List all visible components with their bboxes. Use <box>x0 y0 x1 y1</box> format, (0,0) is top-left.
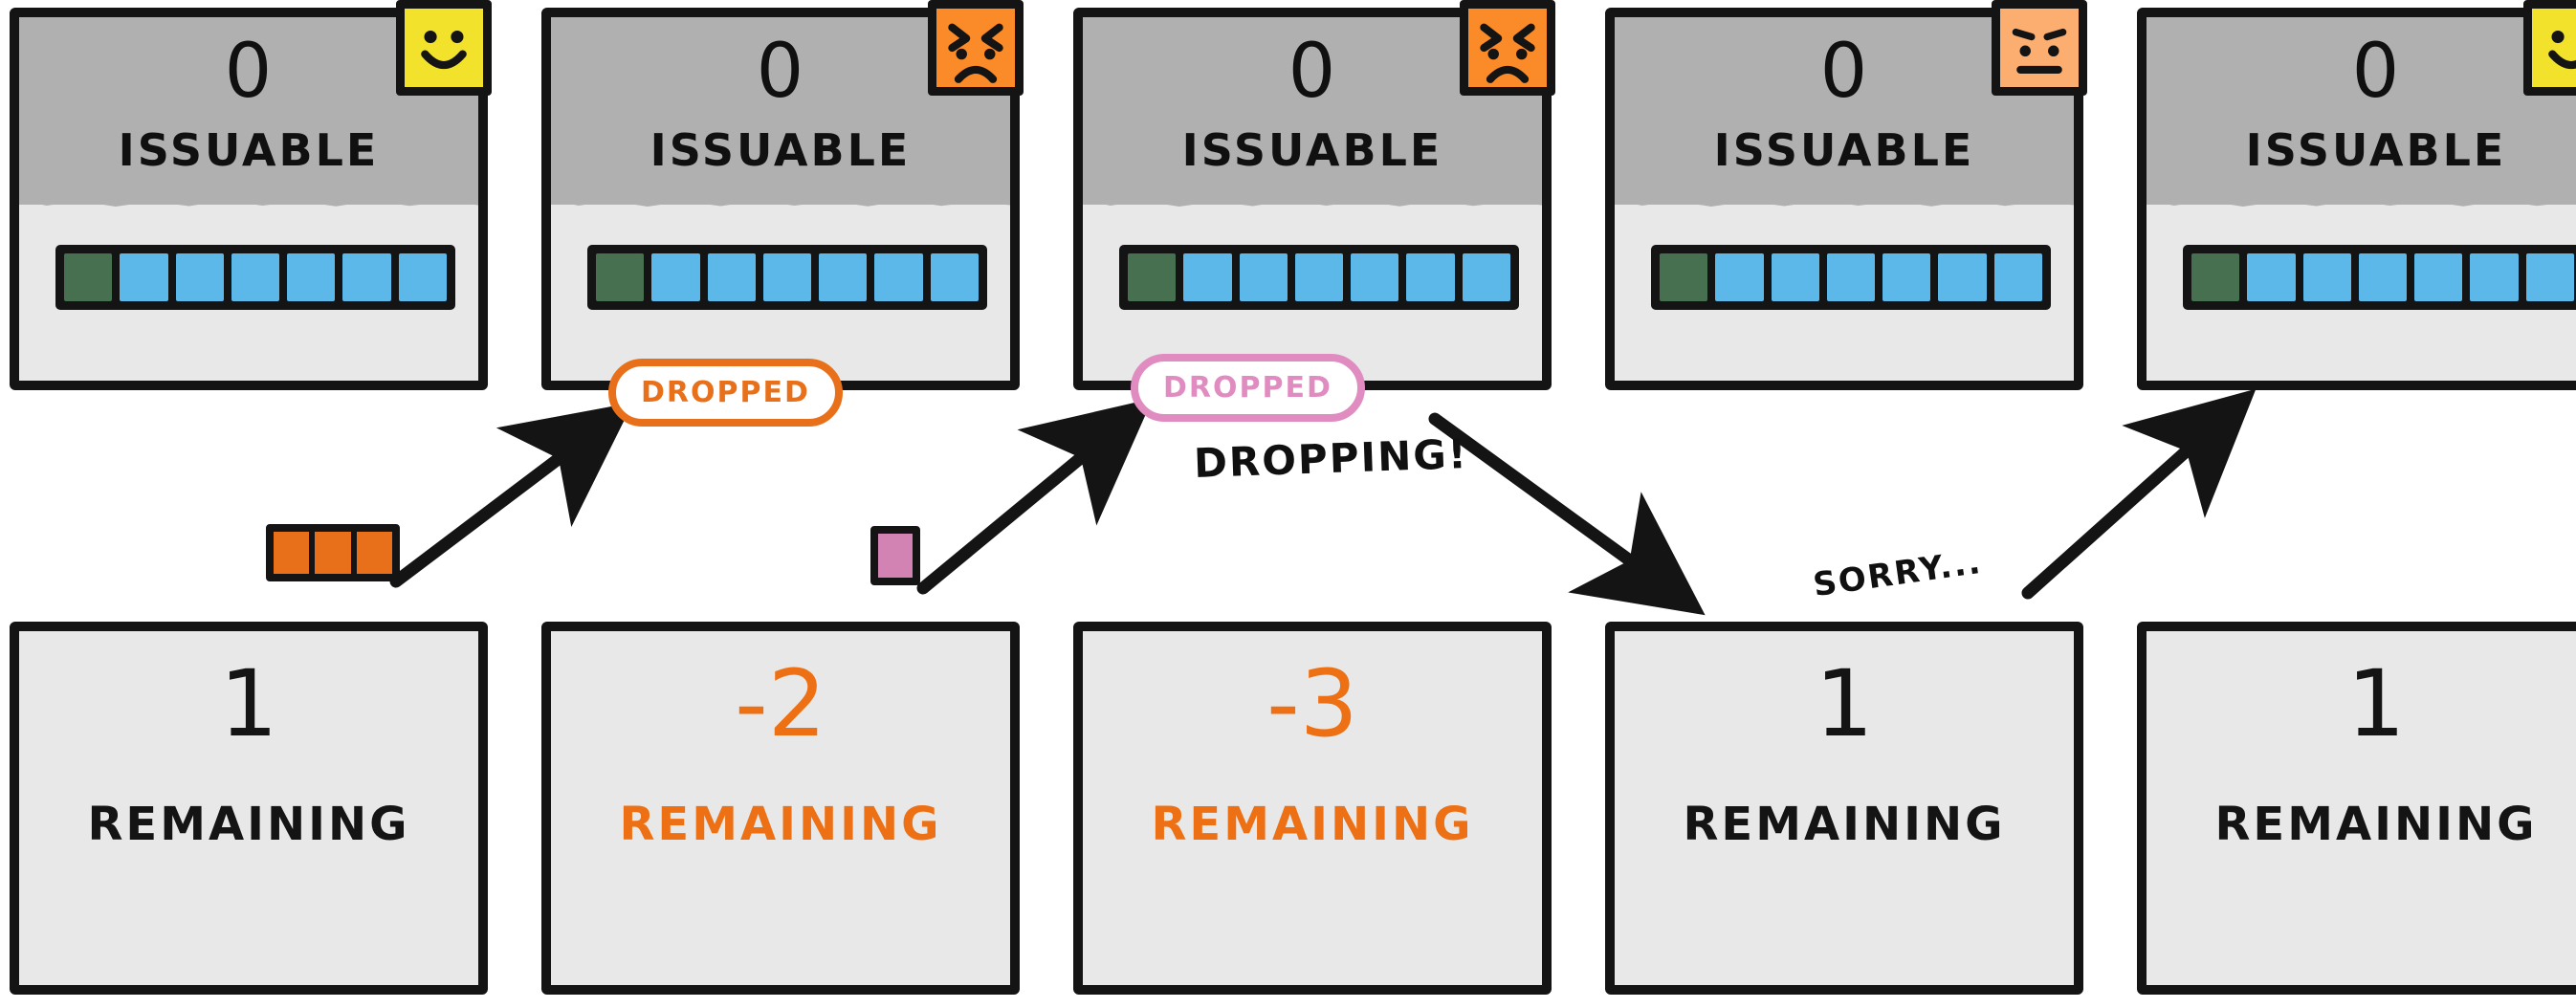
bar-cell-free <box>1351 253 1399 301</box>
remaining-caption: REMAINING <box>2214 798 2538 851</box>
bar-cell-free <box>2525 253 2574 301</box>
issuable-label: ISSUABLE <box>2245 124 2507 176</box>
bar-cell-free <box>762 253 812 301</box>
bar-cell-free <box>287 253 336 301</box>
angry-face-icon <box>1460 0 1555 96</box>
issuable-card-5[interactable]: 0 ISSUABLE <box>2137 0 2576 390</box>
bar-cell-free <box>231 253 280 301</box>
token-cell <box>274 532 310 574</box>
bar-cell-used <box>1128 253 1177 301</box>
remaining-card-3[interactable]: -3 REMAINING <box>1073 622 1552 995</box>
issuable-count: 0 <box>1288 29 1337 115</box>
remaining-caption: REMAINING <box>87 798 410 851</box>
issuable-count: 0 <box>2351 29 2401 115</box>
bar-cell-free <box>120 253 168 301</box>
bar-cell-free <box>398 253 447 301</box>
issuable-count: 0 <box>1819 29 1869 115</box>
bar-cell-free <box>1462 253 1510 301</box>
bar-cell-used <box>1660 253 1708 301</box>
remaining-card-1[interactable]: 1 REMAINING <box>10 622 488 995</box>
token-cell <box>315 532 351 574</box>
bar-cell-free <box>1239 253 1288 301</box>
token-pink[interactable] <box>870 526 920 585</box>
bar-cell-free <box>930 253 979 301</box>
token-orange[interactable] <box>266 524 400 581</box>
issuable-count: 0 <box>224 29 274 115</box>
angry-face-icon <box>928 0 1024 96</box>
bar-cell-free <box>342 253 391 301</box>
remaining-card-5[interactable]: 1 REMAINING <box>2137 622 2576 995</box>
remaining-card-2[interactable]: -2 REMAINING <box>541 622 1020 995</box>
remaining-caption: REMAINING <box>1683 798 2006 851</box>
capacity-bar <box>55 245 455 310</box>
issuable-card-2[interactable]: 0 ISSUABLE <box>541 0 1024 390</box>
bar-cell-free <box>2470 253 2519 301</box>
capacity-bar <box>2183 245 2576 310</box>
dropped-badge-card3: DROPPED <box>1131 354 1365 422</box>
bar-cell-free <box>1938 253 1987 301</box>
remaining-caption: REMAINING <box>1151 798 1474 851</box>
bar-cell-used <box>64 253 113 301</box>
issuable-label: ISSUABLE <box>650 124 912 176</box>
sorry-label: SORRY... <box>1811 542 1985 605</box>
happy-face-icon <box>396 0 492 96</box>
arrow-sorry-to-card5 <box>2021 388 2257 600</box>
bar-cell-free <box>1406 253 1455 301</box>
remaining-value: 1 <box>1815 650 1874 757</box>
capacity-bar <box>587 245 987 310</box>
remaining-value: -2 <box>735 650 826 757</box>
arrow-card3-to-card4 <box>1428 412 1706 616</box>
arrow-token2-to-card3 <box>916 398 1154 595</box>
bar-cell-free <box>1993 253 2042 301</box>
issuable-card-3[interactable]: 0 ISSUABLE <box>1073 0 1555 390</box>
bar-cell-free <box>2302 253 2351 301</box>
dropping-label: DROPPING! <box>1193 430 1469 487</box>
bar-cell-free <box>1771 253 1819 301</box>
bar-cell-free <box>1826 253 1876 301</box>
bar-cell-free <box>1294 253 1344 301</box>
bar-cell-free <box>651 253 700 301</box>
issuable-card-1[interactable]: 0 ISSUABLE <box>10 0 492 390</box>
capacity-bar <box>1119 245 1519 310</box>
issuable-card-4[interactable]: 0 ISSUABLE <box>1605 0 2087 390</box>
bar-cell-free <box>819 253 868 301</box>
issuable-count: 0 <box>756 29 805 115</box>
token-cell <box>356 532 392 574</box>
bar-cell-free <box>2247 253 2296 301</box>
capacity-bar <box>1651 245 2051 310</box>
bar-cell-used <box>2191 253 2240 301</box>
bar-cell-free <box>874 253 923 301</box>
bar-cell-free <box>2358 253 2408 301</box>
dropped-badge-card2: DROPPED <box>608 359 843 427</box>
issuable-label: ISSUABLE <box>1181 124 1443 176</box>
issuable-label: ISSUABLE <box>1713 124 1975 176</box>
remaining-value: 1 <box>2346 650 2406 757</box>
bar-cell-free <box>175 253 224 301</box>
bar-cell-free <box>1183 253 1232 301</box>
neutral-face-icon <box>1992 0 2087 96</box>
bar-cell-free <box>2414 253 2463 301</box>
bar-cell-used <box>596 253 645 301</box>
arrow-token1-to-card2 <box>389 402 633 588</box>
remaining-card-4[interactable]: 1 REMAINING <box>1605 622 2083 995</box>
remaining-value: 1 <box>219 650 278 757</box>
remaining-value: -3 <box>1266 650 1358 757</box>
bar-cell-free <box>1715 253 1764 301</box>
token-cell <box>878 534 913 578</box>
remaining-caption: REMAINING <box>619 798 942 851</box>
issuable-label: ISSUABLE <box>118 124 380 176</box>
bar-cell-free <box>707 253 756 301</box>
happy-face-icon <box>2523 0 2576 96</box>
bar-cell-free <box>1882 253 1931 301</box>
card-header <box>2147 17 2576 205</box>
